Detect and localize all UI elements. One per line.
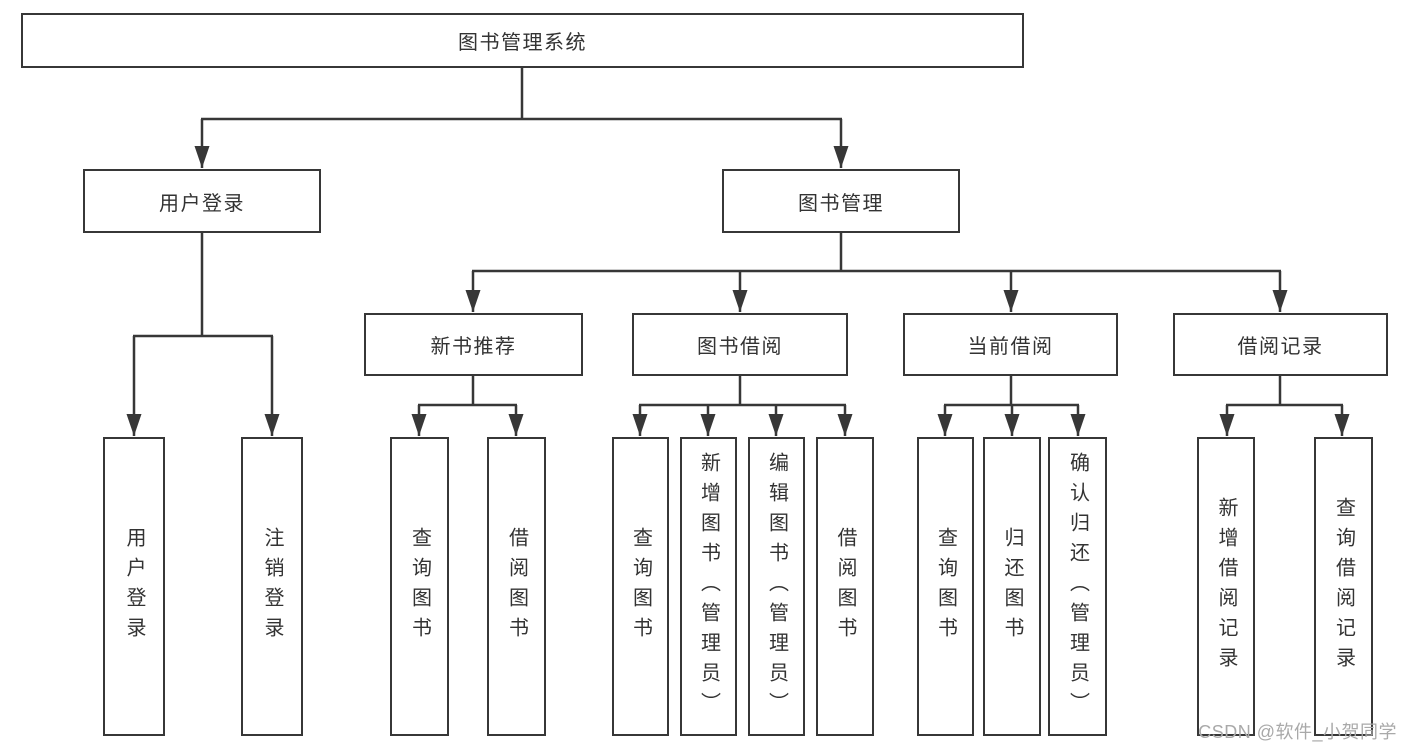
node-current-borrowing: 当前借阅	[903, 313, 1118, 376]
node-root-library-management-system: 图书管理系统	[21, 13, 1024, 68]
leaf-user-login: 用户登录	[103, 437, 165, 736]
leaf-confirm-return-admin: 确认归还（管理员）	[1048, 437, 1107, 736]
node-new-book-recommendation: 新书推荐	[364, 313, 583, 376]
leaf-borrow-books-recommend: 借阅图书	[487, 437, 546, 736]
leaf-query-books-current: 查询图书	[917, 437, 974, 736]
leaf-query-books-recommend: 查询图书	[390, 437, 449, 736]
leaf-query-books-borrowing: 查询图书	[612, 437, 669, 736]
node-borrowing-records: 借阅记录	[1173, 313, 1388, 376]
leaf-add-books-admin: 新增图书（管理员）	[680, 437, 737, 736]
leaf-logout: 注销登录	[241, 437, 303, 736]
leaf-return-books: 归还图书	[983, 437, 1041, 736]
node-book-borrowing: 图书借阅	[632, 313, 848, 376]
node-user-login-branch: 用户登录	[83, 169, 321, 233]
csdn-watermark: CSDN @软件_小贺同学	[1198, 722, 1397, 742]
leaf-borrow-books: 借阅图书	[816, 437, 874, 736]
leaf-add-borrow-record: 新增借阅记录	[1197, 437, 1255, 736]
node-book-management-branch: 图书管理	[722, 169, 960, 233]
leaf-edit-books-admin: 编辑图书（管理员）	[748, 437, 805, 736]
leaf-query-borrow-record: 查询借阅记录	[1314, 437, 1373, 736]
